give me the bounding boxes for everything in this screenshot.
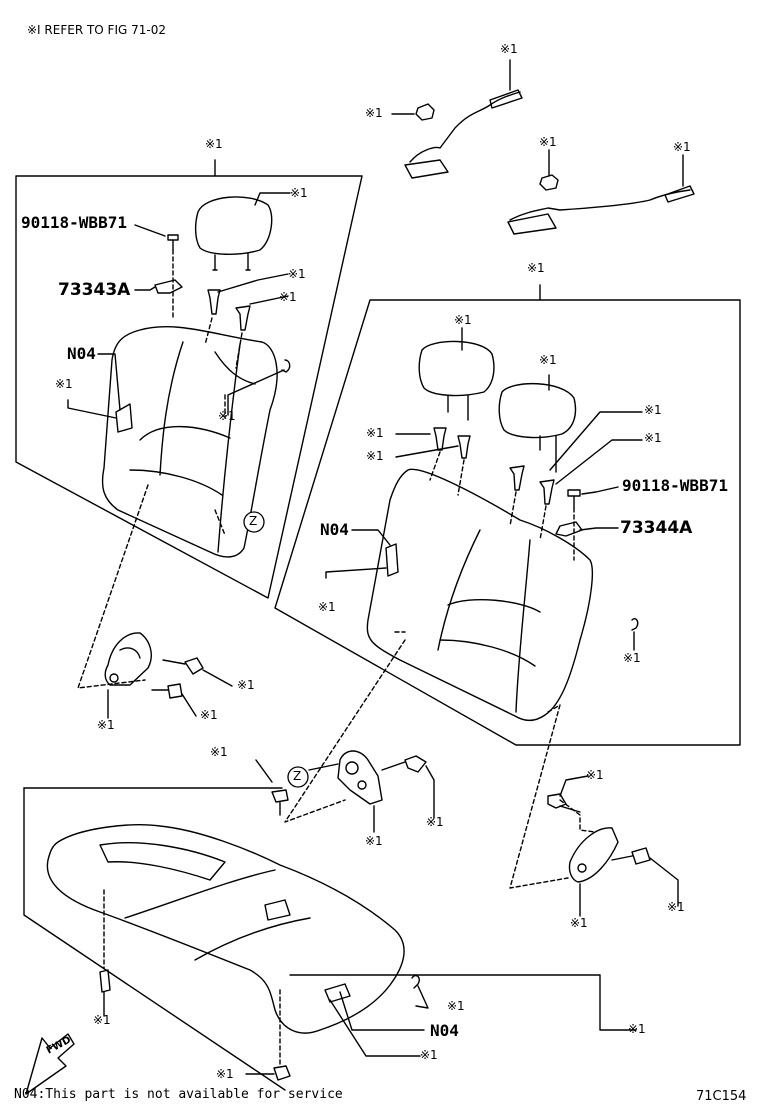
- cushion-group-frame: [289, 974, 637, 1031]
- ref-mark: ※1: [290, 186, 308, 200]
- service-note: N04:This part is not available for servi…: [14, 1087, 343, 1102]
- center-hinge: [337, 750, 383, 805]
- right-guide-2: [457, 435, 471, 459]
- ref-mark: ※1: [623, 651, 641, 665]
- ref-mark: ※1: [539, 353, 557, 367]
- ref-mark: ※1: [216, 1067, 234, 1081]
- ref-mark: ※1: [318, 600, 336, 614]
- ref-mark: ※1: [279, 290, 297, 304]
- ref-mark: ※1: [200, 708, 218, 722]
- center-hinge-bolt: [381, 755, 427, 773]
- left-hinge: [104, 632, 152, 686]
- ref-mark: ※1: [366, 426, 384, 440]
- left-bolt: [167, 234, 179, 251]
- ref-mark: ※1: [97, 718, 115, 732]
- cushion-clip: [411, 974, 421, 989]
- right-guide-4: [539, 479, 555, 505]
- ref-mark: ※1: [454, 313, 472, 327]
- ref-mark: ※1: [366, 449, 384, 463]
- seat-cushion: [46, 824, 405, 1034]
- left-guide-support-2: [235, 305, 251, 331]
- upper-nut-2: [539, 174, 559, 191]
- zone-circle-left: [243, 511, 265, 533]
- ref-mark: ※1: [218, 409, 236, 423]
- part-number-n04-cushion: N04: [430, 1021, 459, 1040]
- left-guide-support-1: [207, 289, 221, 315]
- left-hinge-bolt-1: [162, 657, 204, 675]
- ref-mark: ※1: [420, 1048, 438, 1062]
- right-dash-guide: [509, 704, 569, 889]
- ref-mark: ※1: [644, 403, 662, 417]
- ref-mark: ※1: [539, 135, 557, 149]
- figure-code: 71C154: [696, 1089, 747, 1104]
- ref-mark: ※1: [365, 106, 383, 120]
- cushion-hook-bottom: [273, 1065, 291, 1081]
- part-number-73343A: 73343A: [58, 280, 131, 300]
- cushion-hook-left: [99, 969, 111, 993]
- ref-mark: ※1: [586, 768, 604, 782]
- zone-marker-left: Z: [249, 514, 258, 528]
- ref-mark: ※1: [426, 815, 444, 829]
- right-guide-1: [433, 427, 447, 451]
- right-group-frame: [274, 284, 741, 746]
- part-number-n04-left: N04: [67, 344, 96, 363]
- right-bolt: [567, 489, 581, 509]
- left-headrest: [194, 196, 273, 255]
- ref-mark: ※1: [667, 900, 685, 914]
- part-number-90118-right: 90118-WBB71: [622, 476, 728, 495]
- ref-mark: ※1: [237, 678, 255, 692]
- ref-mark: ※1: [500, 42, 518, 56]
- left-n04-bracket: [115, 403, 133, 433]
- ref-mark: ※1: [644, 431, 662, 445]
- left-group-frame: [15, 159, 363, 599]
- zone-marker-center: Z: [293, 769, 302, 783]
- upper-release-cable-1: [409, 91, 521, 163]
- right-guide-73344A: [555, 521, 583, 537]
- right-hinge-bolt-2: [611, 847, 651, 865]
- ref-mark: ※1: [570, 916, 588, 930]
- left-clip: [281, 359, 291, 373]
- right-clip: [631, 618, 639, 631]
- ref-mark: ※1: [447, 999, 465, 1013]
- zone-circle-center: [287, 766, 309, 788]
- ref-mark: ※1: [673, 140, 691, 154]
- right-hinge-bolt-1: [547, 793, 581, 813]
- part-number-90118-left: 90118-WBB71: [21, 213, 127, 232]
- part-number-73344A: 73344A: [620, 518, 693, 538]
- right-guide-3: [509, 465, 525, 491]
- header-note: ※I REFER TO FIG 71-02: [27, 23, 166, 37]
- right-headrest-1: [418, 340, 495, 397]
- ref-mark: ※1: [93, 1013, 111, 1027]
- right-n04-bracket: [385, 543, 399, 577]
- cushion-n04-bracket: [324, 983, 351, 1003]
- left-dash-guide: [77, 484, 149, 689]
- upper-nut-1: [415, 103, 435, 121]
- center-bolt: [271, 789, 289, 816]
- ref-mark: ※1: [527, 261, 545, 275]
- left-hinge-bolt-2: [151, 683, 183, 699]
- right-hinge: [568, 827, 619, 883]
- ref-mark: ※1: [365, 834, 383, 848]
- ref-mark: ※1: [205, 137, 223, 151]
- ref-mark: ※1: [55, 377, 73, 391]
- left-guide-73343A: [154, 279, 183, 294]
- right-seatback: [366, 468, 594, 722]
- right-headrest-2: [498, 383, 577, 439]
- ref-mark: ※1: [628, 1022, 646, 1036]
- center-dash-guide: [284, 639, 406, 823]
- ref-mark: ※1: [210, 745, 228, 759]
- fwd-arrow: [25, 1033, 75, 1095]
- part-number-n04-right: N04: [320, 520, 349, 539]
- leader-lines: [67, 59, 684, 1075]
- ref-mark: ※1: [288, 267, 306, 281]
